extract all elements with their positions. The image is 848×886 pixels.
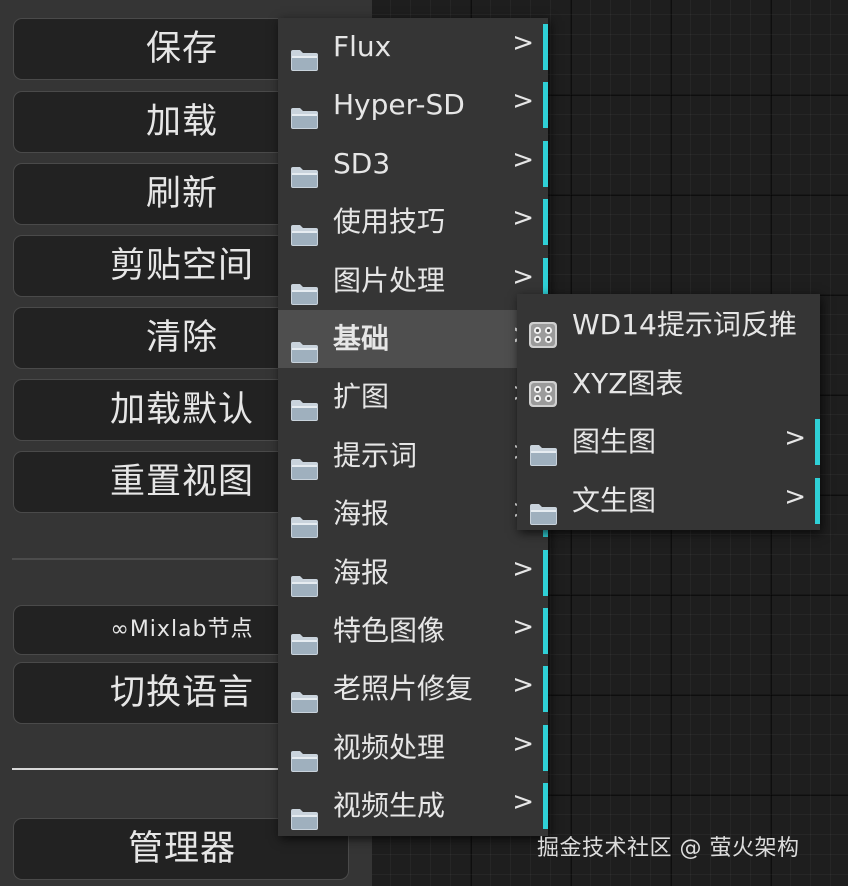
basic-submenu: WD14提示词反推 XYZ图表图生图 > 文生图 > [517, 294, 820, 530]
switch-language-label: 切换语言 [109, 673, 254, 713]
context-menu-item-3[interactable]: 使用技巧 > [278, 193, 548, 251]
load-default-button-label: 加载默认 [109, 390, 254, 430]
menu-item-label: 图片处理 [333, 263, 446, 297]
load-button-label: 加载 [145, 102, 218, 142]
menu-item-label: 扩图 [333, 380, 390, 414]
submenu-arrow-icon: > [784, 423, 806, 453]
submenu-indicator-bar [543, 24, 548, 70]
menu-item-label: WD14提示词反推 [572, 308, 797, 341]
folder-icon [290, 34, 319, 71]
submenu-item-0[interactable]: WD14提示词反推 [517, 296, 820, 354]
submenu-indicator-bar [815, 477, 820, 524]
context-menu-item-7[interactable]: 提示词> [278, 427, 548, 485]
refresh-button-label: 刷新 [145, 174, 218, 214]
mixlab-nodes-label: ∞Mixlab节点 [110, 617, 254, 642]
submenu-indicator-bar [543, 140, 548, 187]
menu-item-label: 视频生成 [333, 789, 446, 823]
menu-item-label: 海报 [333, 555, 390, 589]
menu-item-label: 文生图 [572, 483, 657, 517]
menu-item-label: XYZ图表 [572, 366, 684, 400]
menu-divider-bright [12, 768, 278, 770]
submenu-indicator-bar [543, 257, 548, 304]
context-menu-item-13[interactable]: 视频生成 > [278, 777, 548, 835]
clipspace-button-label: 剪贴空间 [109, 246, 254, 286]
folder-icon [290, 384, 319, 422]
folder-icon [290, 326, 319, 363]
save-button-label: 保存 [145, 29, 218, 69]
menu-divider [12, 558, 278, 560]
menu-item-label: SD3 [333, 146, 391, 180]
node-icon [528, 370, 558, 407]
menu-item-label: 海报 [333, 497, 390, 531]
submenu-indicator-bar [543, 549, 548, 596]
reset-view-button-label: 重置视图 [109, 462, 254, 502]
menu-item-label: 基础 [333, 322, 390, 355]
folder-icon [290, 443, 319, 480]
context-menu-item-2[interactable]: SD3 > [278, 135, 548, 193]
submenu-arrow-icon: > [512, 28, 534, 58]
submenu-arrow-icon: > [512, 553, 534, 584]
submenu-arrow-icon: > [512, 144, 534, 175]
submenu-arrow-icon: > [512, 728, 534, 759]
folder-icon [529, 429, 558, 466]
context-menu-item-8[interactable]: 海报> [278, 485, 548, 543]
folder-icon [290, 735, 319, 772]
submenu-item-2[interactable]: 图生图 > [517, 413, 820, 471]
context-menu-item-9[interactable]: 海报 > [278, 544, 548, 602]
submenu-indicator-bar [543, 82, 548, 129]
submenu-item-3[interactable]: 文生图 > [517, 472, 820, 530]
submenu-arrow-icon: > [512, 670, 534, 701]
folder-icon [290, 151, 319, 188]
context-menu-item-0[interactable]: Flux > [278, 18, 548, 76]
submenu-arrow-icon: > [512, 261, 534, 292]
menu-item-label: 特色图像 [333, 614, 446, 647]
context-menu-item-11[interactable]: 老照片修复 > [278, 660, 548, 718]
menu-item-label: Flux [333, 30, 392, 63]
folder-icon [290, 676, 319, 714]
node-icon [528, 311, 558, 348]
submenu-indicator-bar [543, 724, 548, 771]
submenu-item-1[interactable]: XYZ图表 [517, 355, 820, 413]
folder-icon [529, 488, 558, 525]
context-menu-item-5[interactable]: 基础> [278, 310, 548, 368]
context-menu-item-6[interactable]: 扩图> [278, 368, 548, 426]
template-context-menu: Flux>Hyper-SD>SD3>使用技巧>图片处理>基础>扩图>提示词>海报… [278, 18, 548, 836]
submenu-arrow-icon: > [512, 86, 534, 117]
submenu-arrow-icon: > [784, 481, 806, 512]
watermark: 掘金技术社区 @ 萤火架构 [537, 836, 800, 861]
manager-button-label: 管理器 [127, 829, 236, 869]
folder-icon [290, 268, 319, 305]
submenu-indicator-bar [543, 199, 548, 246]
submenu-indicator-bar [543, 666, 548, 713]
submenu-indicator-bar [543, 608, 548, 654]
submenu-arrow-icon: > [512, 612, 534, 642]
folder-icon [290, 501, 319, 539]
menu-item-label: 老照片修复 [333, 672, 474, 706]
menu-item-label: 图生图 [572, 425, 657, 458]
menu-item-label: 使用技巧 [333, 205, 446, 239]
submenu-arrow-icon: > [512, 787, 534, 818]
folder-icon [290, 560, 319, 597]
clear-button-label: 清除 [145, 318, 218, 358]
menu-item-label: 提示词 [333, 438, 418, 472]
submenu-arrow-icon: > [512, 203, 534, 234]
folder-icon [290, 793, 319, 831]
folder-icon [290, 92, 319, 130]
context-menu-item-4[interactable]: 图片处理 > [278, 252, 548, 310]
menu-item-label: 视频处理 [333, 730, 446, 764]
folder-icon [290, 209, 319, 247]
submenu-indicator-bar [815, 419, 820, 465]
submenu-indicator-bar [543, 783, 548, 830]
context-menu-item-10[interactable]: 特色图像 > [278, 602, 548, 660]
folder-icon [290, 618, 319, 655]
menu-item-label: Hyper-SD [333, 88, 465, 122]
context-menu-item-1[interactable]: Hyper-SD > [278, 76, 548, 134]
context-menu-item-12[interactable]: 视频处理 > [278, 719, 548, 777]
